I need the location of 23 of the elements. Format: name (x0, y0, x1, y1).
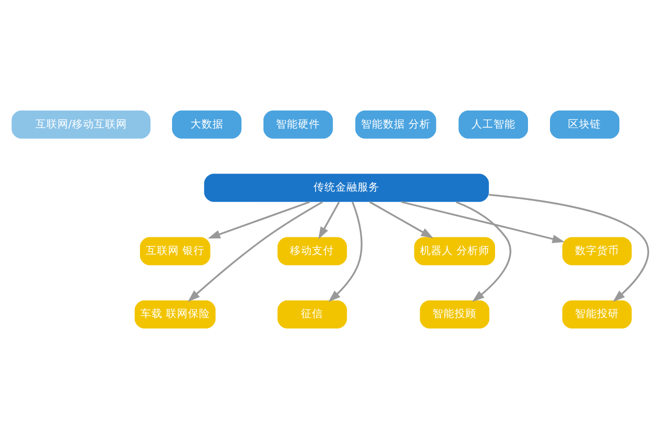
arrow (369, 200, 434, 238)
node-box: 智能投顾 (420, 300, 490, 328)
node-box: 智能数据 分析 (355, 110, 436, 138)
arrow (401, 200, 565, 243)
arrow (456, 200, 512, 302)
node-box: 数字货币 (562, 236, 632, 265)
node-box: 大数据 (172, 110, 242, 138)
node-box: 征信 (278, 300, 347, 328)
arrow (208, 200, 310, 238)
node-box: 互联网 银行 (140, 236, 210, 265)
node-box: 人工智能 (458, 110, 528, 138)
node-box: 互联网/移动互联网 (12, 110, 150, 138)
node-box: 智能投研 (562, 300, 632, 328)
node-box: 移动支付 (278, 236, 347, 265)
node-box: 传统金融服务 (204, 173, 489, 202)
node-box: 机器人 分析师 (414, 236, 496, 265)
node-box: 区块链 (550, 110, 620, 138)
arrow (488, 193, 650, 302)
node-box: 车载 联网保险 (134, 300, 216, 328)
node-box: 智能硬件 (263, 110, 333, 138)
arrow (318, 201, 340, 239)
arrow (188, 200, 323, 302)
arrow (328, 201, 362, 302)
